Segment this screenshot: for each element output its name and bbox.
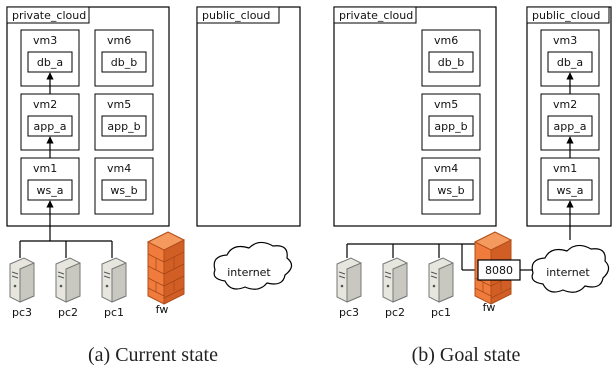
private-cloud-title: private_cloud bbox=[12, 9, 86, 22]
pc-tower-icon bbox=[55, 257, 81, 303]
fw-label: fw bbox=[483, 301, 496, 314]
vm-box: vm3 db_a bbox=[20, 29, 80, 87]
service-label: db_b bbox=[111, 56, 137, 69]
private-cloud-tab bbox=[333, 6, 417, 24]
pc-tower-icon bbox=[428, 257, 454, 303]
public-cloud-tab bbox=[196, 6, 280, 24]
vm-box: vm6 db_b bbox=[94, 29, 154, 87]
vm-label: vm3 bbox=[553, 34, 577, 47]
internet-cloud-icon bbox=[531, 244, 610, 293]
vm-label: vm6 bbox=[434, 34, 458, 47]
public-cloud-box bbox=[196, 6, 301, 227]
service-label: db_b bbox=[438, 56, 464, 69]
pc-label: pc1 bbox=[431, 306, 451, 319]
service-label: db_a bbox=[37, 56, 63, 69]
pc-label: pc3 bbox=[339, 306, 359, 319]
private-cloud-title: private_cloud bbox=[339, 9, 413, 22]
panel-current-state: private_cloud public_cloud vm3 db_a vm6 … bbox=[6, 6, 301, 366]
fw-label: fw bbox=[156, 303, 169, 316]
vm-box: vm1 ws_a bbox=[540, 157, 600, 215]
public-cloud-title: public_cloud bbox=[532, 9, 600, 22]
pc-tower-icon bbox=[101, 257, 127, 303]
vm-label: vm6 bbox=[107, 34, 131, 47]
vm-label: vm4 bbox=[434, 162, 458, 175]
vm-label: vm1 bbox=[33, 162, 57, 175]
pc-tower-icon bbox=[382, 257, 408, 303]
service-label: ws_a bbox=[37, 184, 64, 197]
service-label: db_a bbox=[557, 56, 583, 69]
vm-box: vm5 app_b bbox=[421, 93, 481, 151]
internet-cloud-icon bbox=[213, 241, 293, 290]
vm-box: vm3 db_a bbox=[540, 29, 600, 87]
pc-tower-icon bbox=[9, 257, 35, 303]
vm-label: vm1 bbox=[553, 162, 577, 175]
vm-box: vm4 ws_b bbox=[421, 157, 481, 215]
pc-label: pc1 bbox=[104, 306, 124, 319]
vm-label: vm3 bbox=[33, 34, 57, 47]
vm-label: vm4 bbox=[107, 162, 131, 175]
vm-box: vm4 ws_b bbox=[94, 157, 154, 215]
private-cloud-tab bbox=[6, 6, 90, 24]
pc-label: pc2 bbox=[58, 306, 78, 319]
vm-label: vm5 bbox=[434, 98, 458, 111]
port-label: 8080 bbox=[485, 264, 513, 277]
vm-box: vm6 db_b bbox=[421, 29, 481, 87]
pc-label: pc3 bbox=[12, 306, 32, 319]
internet-label: internet bbox=[227, 266, 271, 279]
firewall-icon bbox=[146, 231, 186, 305]
caption-b: (b) Goal state bbox=[412, 344, 521, 366]
vm-label: vm2 bbox=[33, 98, 57, 111]
pc-label: pc2 bbox=[385, 306, 405, 319]
firewall-icon bbox=[473, 231, 513, 305]
service-label: app_a bbox=[554, 120, 587, 133]
public-cloud-title: public_cloud bbox=[202, 9, 270, 22]
caption-a: (a) Current state bbox=[88, 344, 218, 366]
internet-label: internet bbox=[546, 266, 590, 279]
vm-box: vm5 app_b bbox=[94, 93, 154, 151]
pc-tower-icon bbox=[336, 257, 362, 303]
service-label: ws_a bbox=[557, 184, 584, 197]
service-label: app_b bbox=[434, 120, 467, 133]
service-label: ws_b bbox=[437, 184, 464, 197]
public-cloud-tab bbox=[526, 6, 610, 24]
vm-label: vm5 bbox=[107, 98, 131, 111]
service-label: app_b bbox=[107, 120, 140, 133]
service-label: ws_b bbox=[110, 184, 137, 197]
service-label: app_a bbox=[34, 120, 67, 133]
panel-goal-state: private_cloud public_cloud vm6 db_b vm5 … bbox=[333, 6, 612, 366]
vm-label: vm2 bbox=[553, 98, 577, 111]
